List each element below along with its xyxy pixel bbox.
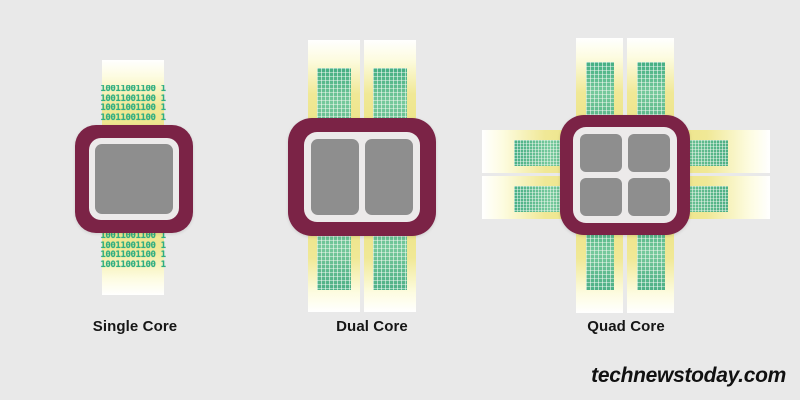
single-core-stage: 10011001100 1 10011001100 1 10011001100 … xyxy=(30,30,240,305)
core-tile xyxy=(95,144,173,214)
single-core-binary-top: 10011001100 1 10011001100 1 10011001100 … xyxy=(100,85,166,123)
quad-core-label: Quad Core xyxy=(587,318,665,335)
dual-core-chip xyxy=(288,118,436,236)
quad-core-stage xyxy=(476,30,776,313)
figure-dual-core: Dual Core xyxy=(268,0,476,400)
figure-single-core: 10011001100 1 10011001100 1 10011001100 … xyxy=(30,0,240,400)
single-core-label: Single Core xyxy=(92,318,178,335)
core-tile xyxy=(365,139,413,215)
dual-core-chip-bezel xyxy=(304,132,420,222)
single-core-binary-bottom: 10011001100 1 10011001100 1 10011001100 … xyxy=(100,232,166,270)
single-core-chip xyxy=(75,125,193,233)
dual-core-stage xyxy=(268,30,476,312)
figure-quad-core: Quad Core xyxy=(476,0,776,400)
quad-core-chip xyxy=(560,115,690,235)
core-tile xyxy=(580,178,622,216)
dual-core-label: Dual Core xyxy=(336,318,408,335)
core-tile xyxy=(628,134,670,172)
watermark-technewstoday: technewstoday.com xyxy=(591,364,786,387)
core-tile xyxy=(311,139,359,215)
core-tile xyxy=(580,134,622,172)
single-core-chip-bezel xyxy=(89,138,179,220)
quad-core-chip-bezel xyxy=(573,127,677,223)
core-tile xyxy=(628,178,670,216)
